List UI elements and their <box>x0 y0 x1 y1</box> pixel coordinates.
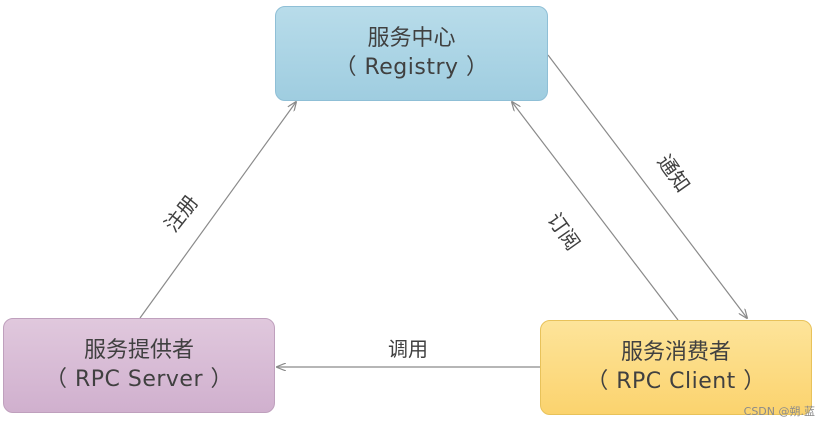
registry-node: 服务中心 （ Registry ） <box>275 6 548 101</box>
invoke-label: 调用 <box>388 337 428 361</box>
notify-arrow <box>547 54 747 318</box>
registry-title: 服务中心 <box>367 25 456 51</box>
server-node: 服务提供者 （ RPC Server ） <box>3 318 275 413</box>
subscribe-arrow <box>512 102 679 321</box>
client-title: 服务消费者 <box>620 339 731 365</box>
watermark: CSDN @朔.蓝 <box>743 405 815 418</box>
register-arrow <box>139 102 296 319</box>
client-node: 服务消费者 （ RPC Client ） <box>540 320 812 415</box>
server-title: 服务提供者 <box>83 337 194 363</box>
client-subtitle: （ RPC Client ） <box>586 368 766 394</box>
server-subtitle: （ RPC Server ） <box>44 366 234 392</box>
registry-subtitle: （ Registry ） <box>334 54 489 80</box>
